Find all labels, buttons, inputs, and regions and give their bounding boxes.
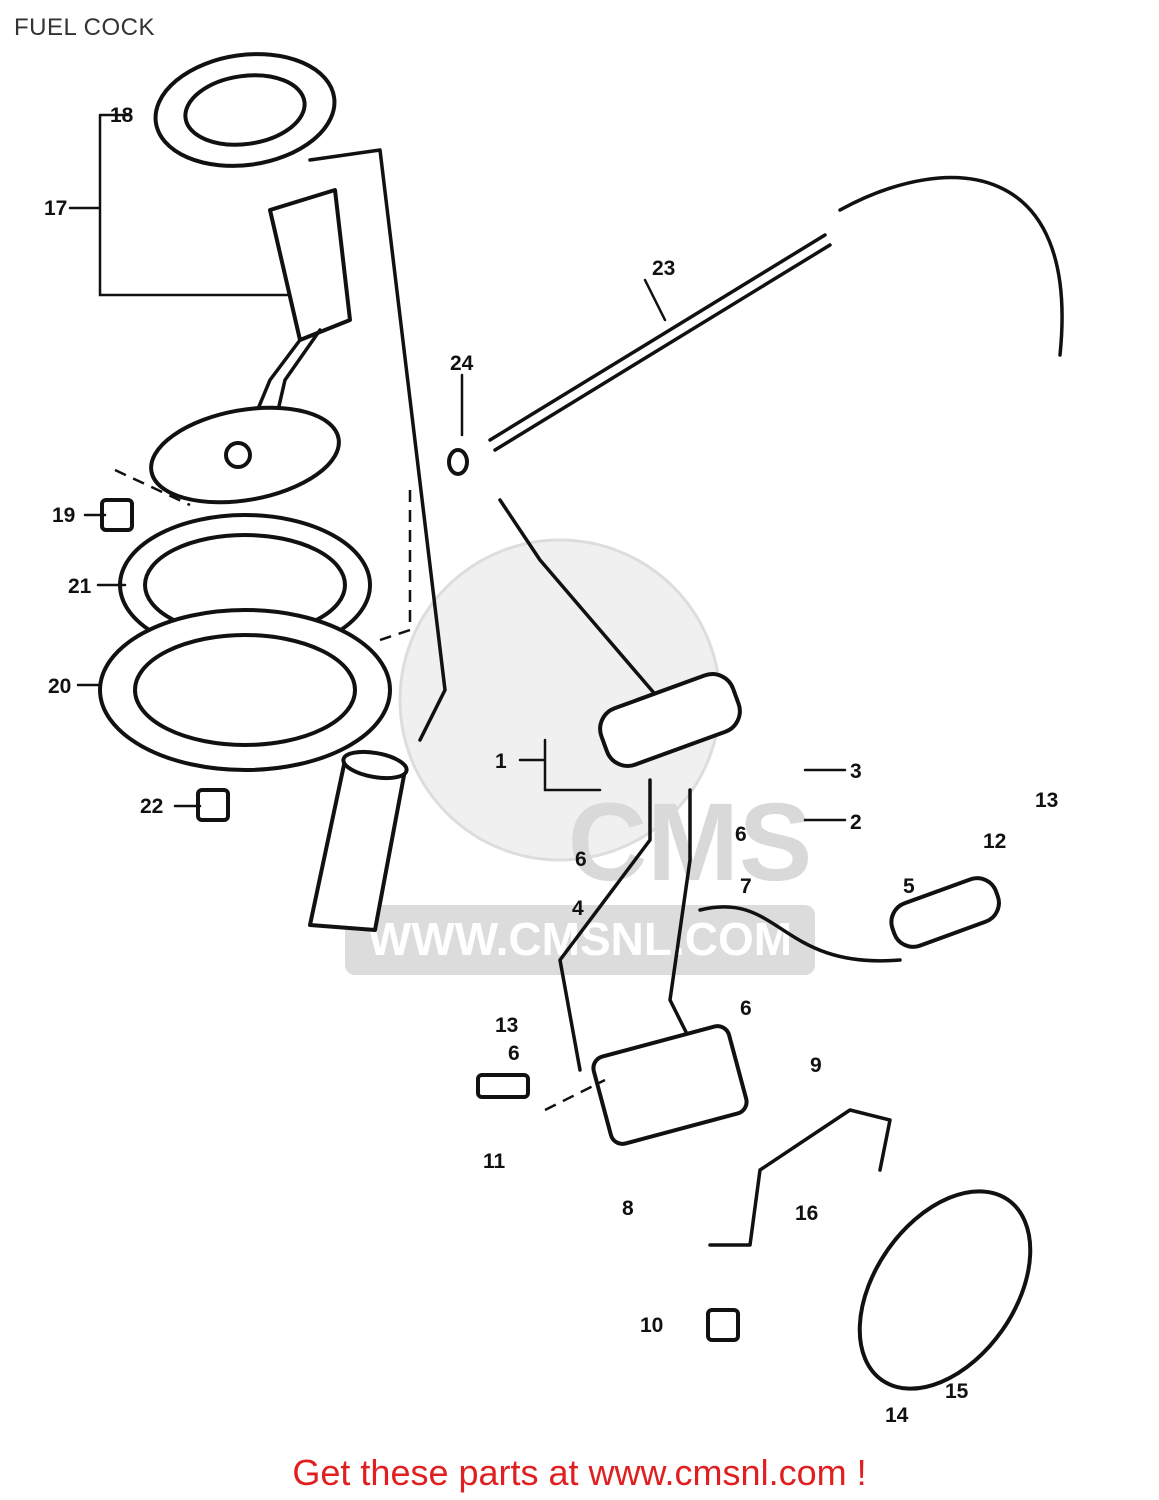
callout-13b: 13	[495, 1014, 518, 1037]
callout-10: 10	[640, 1314, 663, 1337]
bracket-9	[708, 1108, 892, 1247]
gasket-ring-18	[153, 52, 337, 168]
leader-lines	[68, 113, 847, 1112]
callout-16: 16	[795, 1202, 818, 1225]
callout-23: 23	[652, 257, 675, 280]
callout-19: 19	[52, 504, 75, 527]
callout-4: 4	[572, 897, 584, 920]
callout-6b: 6	[575, 848, 587, 871]
page-title: FUEL COCK	[14, 14, 155, 41]
callout-1: 1	[495, 750, 507, 773]
bolt-11	[476, 1073, 530, 1099]
callout-12: 12	[983, 830, 1006, 853]
fuel-gauge-unit-17	[149, 148, 447, 742]
callout-20: 20	[48, 675, 71, 698]
callout-11: 11	[483, 1150, 506, 1173]
bolt-22	[196, 788, 230, 822]
footer-link-text[interactable]: Get these parts at www.cmsnl.com !	[292, 1452, 867, 1493]
callout-9: 9	[810, 1054, 822, 1077]
callout-7: 7	[740, 875, 752, 898]
callout-18: 18	[110, 104, 134, 127]
hose-23	[488, 175, 1064, 452]
callout-6a: 6	[735, 823, 747, 846]
cap-14	[857, 1189, 1033, 1391]
callout-6d: 6	[508, 1042, 520, 1065]
callout-5: 5	[903, 875, 915, 898]
callout-21: 21	[68, 575, 92, 598]
callout-14: 14	[885, 1404, 909, 1427]
callout-15: 15	[945, 1380, 969, 1403]
fuel-cock-assembly	[498, 498, 1001, 1146]
callout-24: 24	[450, 352, 474, 375]
callout-22: 22	[140, 795, 163, 818]
callout-2: 2	[850, 811, 862, 834]
bolt-19	[100, 498, 134, 532]
callout-8: 8	[622, 1197, 634, 1220]
plate-20	[98, 608, 392, 772]
watermark-url: WWW.CMSNL.COM	[368, 913, 792, 965]
callout-6c: 6	[740, 997, 752, 1020]
float	[308, 749, 409, 932]
bolt-10	[706, 1308, 740, 1342]
clip-24	[447, 448, 469, 476]
callout-17: 17	[44, 197, 67, 220]
callout-13a: 13	[1035, 789, 1058, 812]
callout-3: 3	[850, 760, 862, 783]
